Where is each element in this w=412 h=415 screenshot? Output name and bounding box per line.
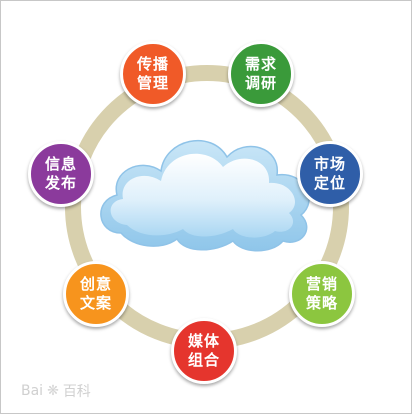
baidu-watermark: Bai ❋ 百科 — [21, 381, 91, 401]
baidu-paw-icon: ❋ — [47, 383, 59, 399]
cloud-icon — [100, 140, 310, 252]
node-label: 创意文案 — [79, 275, 112, 312]
node-meiti-zuhe: 媒体组合 — [171, 318, 237, 384]
node-xinxi-fabu: 信息发布 — [28, 141, 94, 207]
node-xuqiu-diaoyan: 需求调研 — [228, 41, 294, 107]
watermark-text-bai: Bai — [21, 383, 44, 399]
node-chuanbo-guanli: 传播管理 — [120, 41, 186, 107]
node-label: 需求调研 — [244, 55, 277, 92]
node-label: 媒体组合 — [187, 332, 220, 369]
node-label: 传播管理 — [136, 55, 169, 92]
node-label: 信息发布 — [44, 155, 77, 192]
node-chuangyi-wenan: 创意文案 — [63, 261, 129, 327]
node-yingxiao-celue: 营销策略 — [289, 261, 355, 327]
node-shichang-dingwei: 市场定位 — [297, 141, 363, 207]
node-label: 市场定位 — [313, 155, 346, 192]
watermark-text-baike: 百科 — [62, 384, 91, 400]
node-label: 营销策略 — [305, 275, 338, 312]
